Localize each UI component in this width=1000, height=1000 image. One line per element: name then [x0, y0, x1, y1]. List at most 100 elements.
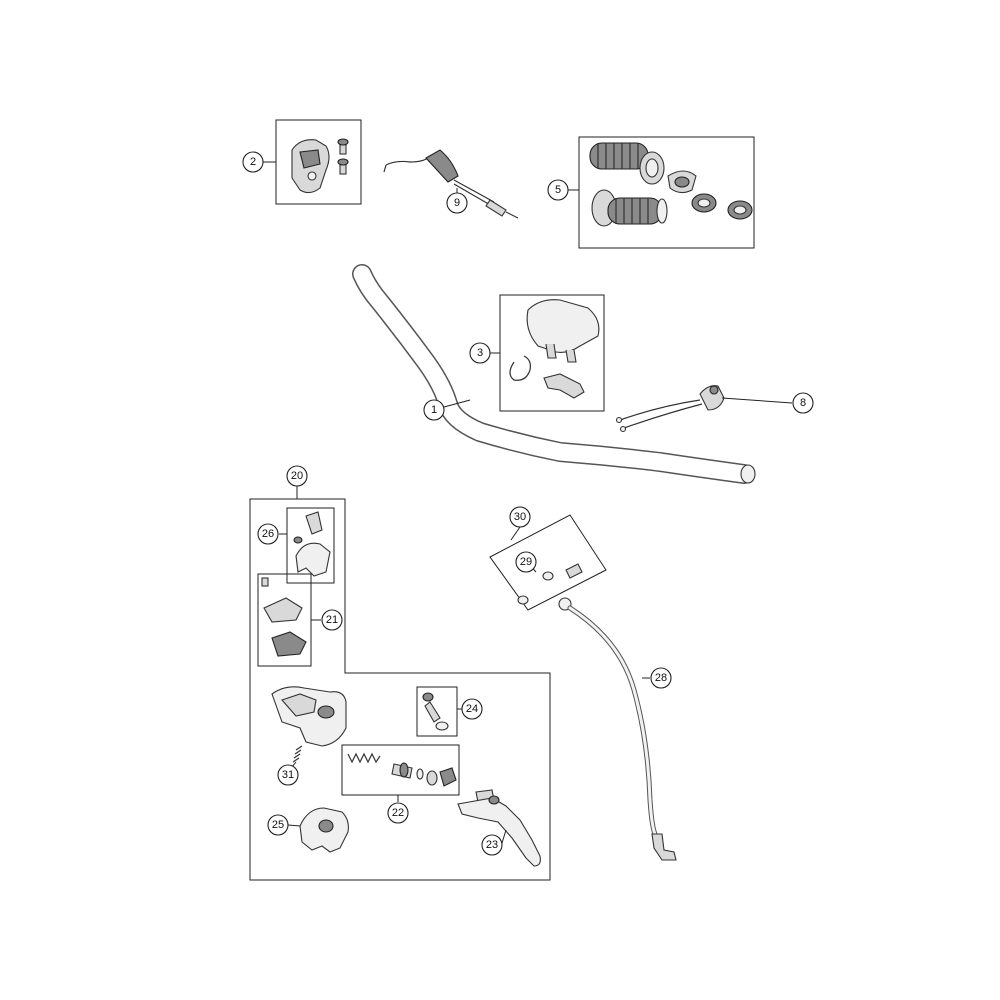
switch-wire-2 — [623, 403, 703, 429]
callout-2-label: 2 — [250, 156, 256, 168]
throttle-cable-tip — [505, 211, 519, 219]
part-8-switch — [615, 385, 725, 433]
callout-3-label: 3 — [477, 347, 483, 359]
throttle-cable-boot — [425, 149, 459, 183]
callout-20-label: 20 — [291, 470, 303, 482]
cover-mount-legs — [545, 343, 577, 363]
part-26-clamp-group — [286, 507, 335, 584]
part-30-frame — [489, 514, 607, 611]
callout-9-label: 9 — [454, 197, 460, 209]
part-2-throttle-housing-group — [275, 119, 362, 205]
callout-21-label: 21 — [326, 614, 338, 626]
callout-1-label: 1 — [431, 404, 437, 416]
callout-25-label: 25 — [272, 819, 284, 831]
grip-donut-ring-1 — [691, 193, 717, 213]
leader-lines — [262, 161, 793, 844]
callout-28: 28 — [650, 667, 672, 689]
callout-30-label: 30 — [514, 511, 526, 523]
clamp-body — [295, 542, 331, 577]
throttle-cable-wire-end — [383, 164, 387, 173]
callout-26: 26 — [257, 523, 279, 545]
part-23-clutch-lever — [457, 789, 541, 867]
callout-28-label: 28 — [655, 672, 667, 684]
handlebar-end — [740, 464, 756, 484]
housing-screw-hole — [307, 171, 317, 181]
callout-31: 31 — [277, 764, 299, 786]
callout-22-label: 22 — [392, 807, 404, 819]
dust-boot — [439, 767, 457, 787]
seal-ring-2 — [517, 595, 529, 605]
switch-connector-2 — [619, 425, 627, 433]
callout-9: 9 — [446, 192, 468, 214]
part-21-reservoir-group — [257, 573, 312, 667]
part-3-handlebar-cover-group — [499, 294, 605, 412]
part-22-frame — [341, 744, 460, 796]
reservoir-cap — [263, 597, 303, 623]
callout-29: 29 — [515, 551, 537, 573]
throttle-cable-sheath — [453, 179, 495, 207]
bleeder-cap — [435, 721, 449, 731]
part-30-fitting-group — [489, 514, 607, 611]
throttle-tube — [667, 170, 697, 194]
part-20-frame — [249, 498, 551, 881]
throttle-housing-detail — [299, 149, 321, 169]
switch-button — [709, 385, 719, 395]
part-31-spring — [292, 745, 303, 763]
master-cylinder-body — [271, 686, 347, 747]
throttle-cable-adjuster — [485, 199, 507, 217]
callout-24-label: 24 — [466, 703, 478, 715]
callout-1: 1 — [423, 399, 445, 421]
callout-23-label: 23 — [486, 839, 498, 851]
callout-21: 21 — [321, 609, 343, 631]
housing-screw-top — [337, 138, 349, 155]
callout-24: 24 — [461, 698, 483, 720]
piston-spring — [347, 752, 381, 764]
circlip — [416, 768, 424, 780]
washer — [426, 770, 438, 786]
bleeder-screw — [424, 701, 441, 723]
throttle-cable-wire — [385, 157, 429, 166]
callout-5-label: 5 — [555, 184, 561, 196]
callout-20: 20 — [286, 465, 308, 487]
cover-strap — [509, 355, 531, 381]
grip-lower — [591, 189, 668, 227]
master-cylinder-bore — [317, 705, 335, 719]
grip-upper — [589, 142, 665, 185]
clutch-lever — [457, 797, 541, 867]
callout-8: 8 — [792, 392, 814, 414]
callout-8-label: 8 — [800, 397, 806, 409]
callout-30: 30 — [509, 506, 531, 528]
callout-26-label: 26 — [262, 528, 274, 540]
switch-connector-1 — [615, 416, 623, 424]
hose-bottom-fitting — [651, 833, 677, 861]
callout-3: 3 — [469, 342, 491, 364]
part-9-throttle-cable — [383, 149, 519, 219]
part-25-lever-housing — [299, 807, 349, 853]
grip-donut-ring-2 — [727, 200, 753, 220]
callout-22: 22 — [387, 802, 409, 824]
lever-housing-pivot — [318, 819, 334, 833]
master-cylinder-reservoir — [281, 693, 317, 717]
switch-wire-1 — [619, 399, 701, 421]
part-5-frame — [578, 136, 755, 249]
part-22-piston-kit-group — [341, 744, 460, 796]
callout-31-label: 31 — [282, 769, 294, 781]
lever-adjuster — [488, 795, 500, 805]
handlebar-cover — [526, 299, 600, 353]
cover-clamp-bracket — [543, 373, 585, 399]
part-24-bleeder-group — [416, 686, 458, 737]
callout-2: 2 — [242, 151, 264, 173]
seal-ring-1 — [542, 571, 554, 581]
hose-line — [567, 605, 659, 839]
part-master-cylinder-body — [271, 686, 347, 747]
clamp-bolt — [305, 511, 323, 535]
part-24-frame — [416, 686, 458, 737]
callout-5: 5 — [547, 179, 569, 201]
banjo-bolt — [565, 563, 583, 579]
callout-25: 25 — [267, 814, 289, 836]
part-1-handlebar — [352, 264, 756, 484]
piston-seal — [399, 762, 409, 778]
part-5-grips-group — [578, 136, 755, 249]
callout-23: 23 — [481, 834, 503, 856]
reservoir-diaphragm — [271, 631, 307, 657]
